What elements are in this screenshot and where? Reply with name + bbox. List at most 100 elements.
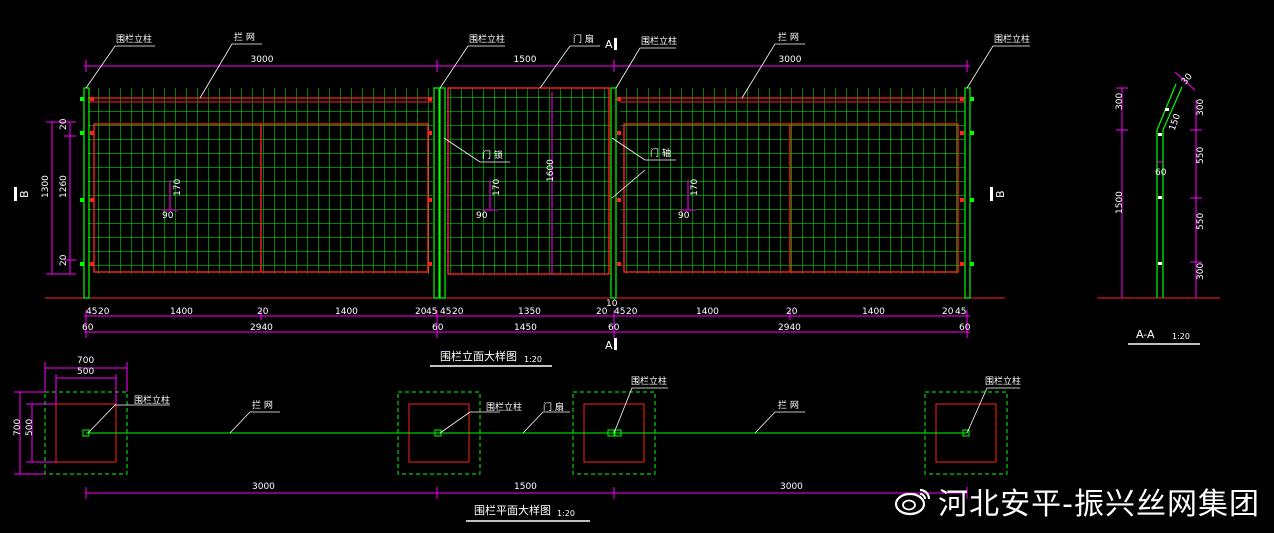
section-a-marker-bottom: A: [605, 338, 617, 352]
section-post-60: 60: [1155, 168, 1167, 178]
plan-label-mesh-1: 拦 网: [252, 399, 273, 411]
leader-lines: [85, 43, 1030, 199]
section-right-300-top: 300: [1196, 99, 1206, 116]
plan-footing-outer-left: 700: [13, 419, 23, 436]
bottom-r1-9: 1350: [518, 307, 541, 317]
plan-leaders: [87, 387, 1020, 434]
bottom-r2-6: 60: [959, 323, 971, 333]
bottom-r1-8: 20: [452, 307, 464, 317]
section-b-marker-right: B: [990, 187, 1007, 201]
bottom-r2-5: 2940: [778, 323, 801, 333]
bottom-r1-0: 45: [86, 307, 97, 317]
label-hinge: 门 轴: [650, 147, 671, 159]
left-dim-1260: 1260: [59, 175, 69, 198]
post-clips-green: [80, 97, 974, 266]
section-scale: 1:20: [1172, 332, 1190, 341]
svg-text:B: B: [18, 190, 31, 198]
section-right-300-bottom: 300: [1196, 263, 1206, 280]
plan-footing-outer-top: 700: [77, 356, 94, 366]
bottom-r1-15: 20: [786, 307, 798, 317]
plan-view: 700 500 700 500 3000 1500 3000 围栏立柱 拦 网 …: [13, 356, 1021, 522]
bottom-r2-3: 1450: [514, 323, 537, 333]
bottom-r1-14: 1400: [696, 307, 719, 317]
svg-text:A: A: [605, 339, 613, 352]
bottom-r1-5: 20: [415, 307, 427, 317]
inner-170-1: 170: [173, 179, 183, 196]
bottom-r2-4: 60: [608, 323, 620, 333]
bottom-r1-7: 45: [440, 307, 451, 317]
bottom-r1-6: 45: [426, 307, 437, 317]
weibo-logo-icon: [895, 488, 931, 516]
left-dim-20-bottom: 20: [59, 254, 69, 266]
top-dimension-line: [84, 60, 970, 72]
section-title: A-A: [1136, 328, 1155, 341]
label-post-1: 围栏立柱: [116, 33, 152, 45]
bottom-r1-3: 20: [257, 307, 269, 317]
elevation-scale: 1:20: [524, 355, 542, 364]
plan-label-mesh-2: 拦 网: [778, 399, 799, 411]
bottom-dimension-lines: [84, 310, 970, 338]
section-a-marker-top: A: [605, 38, 617, 51]
section-b-marker-left: B: [14, 187, 31, 201]
bottom-r1-1: 20: [98, 307, 110, 317]
plan-label-post-1: 围栏立柱: [134, 394, 170, 406]
plan-dim-2: 1500: [514, 482, 537, 492]
section-left-1500: 1500: [1115, 191, 1125, 214]
svg-text:B: B: [994, 190, 1007, 198]
label-mesh-2: 拦 网: [778, 31, 799, 43]
label-post-4: 围栏立柱: [994, 33, 1030, 45]
label-post-2: 围栏立柱: [469, 33, 505, 45]
inner-90-3: 90: [678, 211, 690, 221]
inner-90-2: 90: [476, 211, 488, 221]
bottom-r1-10: 20: [596, 307, 608, 317]
watermark: 河北安平-振兴丝网集团: [894, 479, 1260, 523]
inner-dimension-marks: [162, 92, 696, 274]
bottom-r1-12: 45: [614, 307, 625, 317]
section-bend-30: 30: [1180, 72, 1195, 87]
plan-label-post-2: 围栏立柱: [486, 401, 522, 413]
section-right-550-b: 550: [1196, 213, 1206, 230]
label-gate: 门 扇: [573, 33, 594, 45]
bottom-r1-2: 1400: [170, 307, 193, 317]
plan-label-post-4: 围栏立柱: [985, 375, 1021, 387]
elevation-view: 3000 1500 3000 围栏立柱 拦 网 围栏立柱 门 扇 围栏立柱 拦 …: [14, 31, 1030, 367]
fence-panel-right: [620, 88, 965, 274]
inner-170-2: 170: [492, 179, 502, 196]
bottom-r2-2: 60: [432, 323, 444, 333]
bottom-r1-11: 10: [606, 299, 618, 309]
top-dim-1: 3000: [251, 55, 274, 65]
left-dim-1300: 1300: [41, 175, 51, 198]
label-post-3: 围栏立柱: [641, 35, 677, 47]
fence-posts: [83, 87, 971, 299]
bottom-r1-4: 1400: [335, 307, 358, 317]
bottom-r1-13: 20: [626, 307, 638, 317]
gate-height-dim: 1600: [546, 159, 556, 182]
inner-90-1: 90: [162, 211, 174, 221]
plan-footing-inner-top: 500: [77, 367, 94, 377]
section-left-300: 300: [1115, 93, 1125, 110]
plan-label-gate: 门 扇: [543, 401, 564, 413]
left-dimension-lines: [46, 121, 76, 275]
inner-170-3: 170: [690, 179, 700, 196]
section-right-550-a: 550: [1196, 147, 1206, 164]
plan-dim-3: 3000: [780, 482, 803, 492]
top-dim-3: 3000: [779, 55, 802, 65]
section-clips: [1158, 108, 1169, 265]
plan-footing-inner-left: 500: [25, 419, 35, 436]
plan-label-post-3: 围栏立柱: [631, 375, 667, 387]
plan-dim-1: 3000: [252, 482, 275, 492]
section-dims: [1116, 71, 1202, 298]
svg-text:A: A: [605, 38, 613, 51]
section-aa-view: 300 1500 300 550 550 300 30 150 60 A-A 1…: [1097, 71, 1220, 345]
plan-dims: [14, 362, 968, 499]
gate-panel: [446, 87, 611, 275]
bottom-r1-16: 1400: [862, 307, 885, 317]
bottom-r2-1: 2940: [250, 323, 273, 333]
label-mesh-1: 拦 网: [234, 31, 255, 43]
fence-panel-left: [88, 88, 433, 274]
bottom-r2-0: 60: [82, 323, 94, 333]
bottom-r1-17: 20: [942, 307, 954, 317]
plan-scale: 1:20: [557, 509, 575, 518]
elevation-title: 围栏立面大样图: [440, 349, 517, 363]
